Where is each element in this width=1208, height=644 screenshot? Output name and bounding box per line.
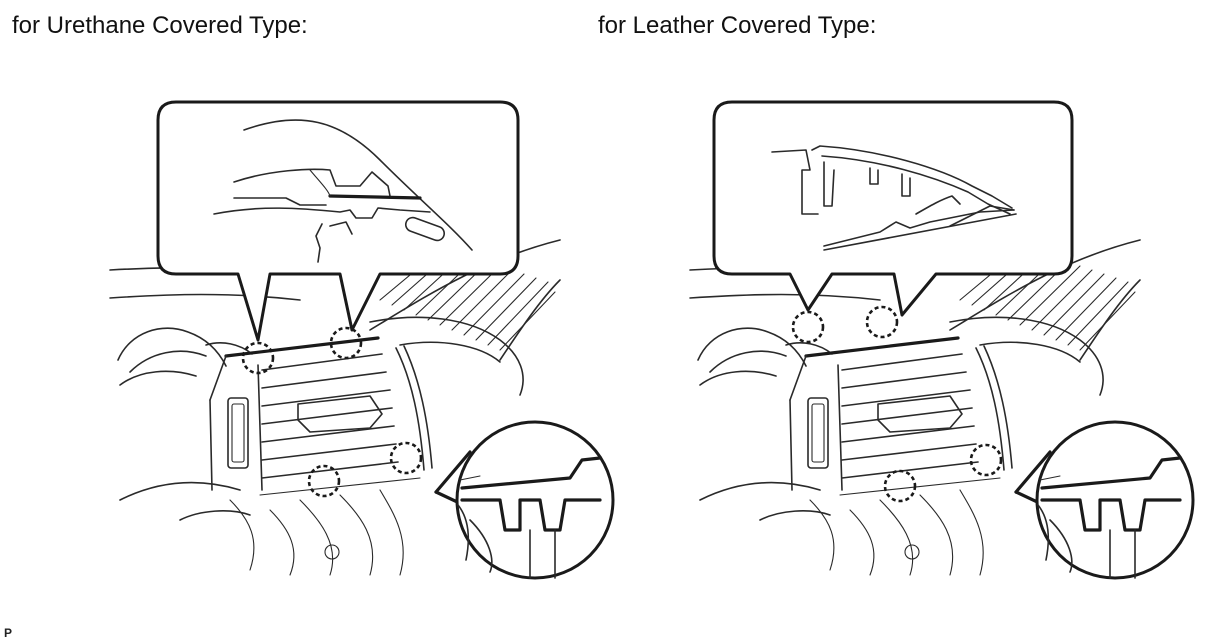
urethane-clip-section xyxy=(213,119,473,263)
panel-title-urethane: for Urethane Covered Type: xyxy=(12,12,308,39)
panel-urethane xyxy=(108,100,615,580)
clip-marker xyxy=(969,443,1003,477)
clip-marker xyxy=(307,464,341,498)
clip-marker xyxy=(865,305,899,339)
clip-detail-magnified xyxy=(1014,420,1195,580)
callout-top-detail xyxy=(156,100,520,342)
clip-marker xyxy=(389,441,423,475)
clip-detail-magnified xyxy=(434,420,615,580)
panel-title-leather: for Leather Covered Type: xyxy=(598,12,877,39)
clip-marker xyxy=(791,310,825,344)
clip-marker xyxy=(241,341,275,375)
panel-leather xyxy=(688,100,1195,580)
leather-clip-section xyxy=(771,145,1017,251)
callout-top-detail xyxy=(712,100,1074,317)
clip-marker xyxy=(329,326,363,360)
clip-marker xyxy=(883,469,917,503)
figure-code: P xyxy=(4,626,13,640)
